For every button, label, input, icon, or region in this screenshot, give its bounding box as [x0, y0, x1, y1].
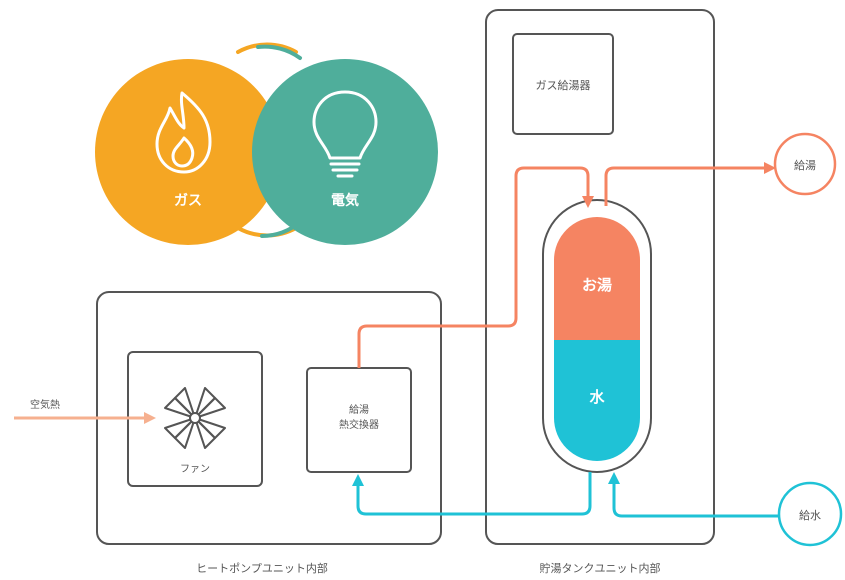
- hot-water-section: [554, 217, 640, 340]
- fan-icon: [164, 387, 226, 449]
- fan-label: ファン: [180, 464, 210, 475]
- light-bulb-icon: [312, 90, 378, 178]
- hot-water-pipe-out: [604, 162, 776, 206]
- gas-water-heater-box: [512, 33, 614, 135]
- storage-tank: お湯 水: [542, 199, 652, 473]
- flame-icon: [155, 91, 212, 174]
- water-supply-label: 給水: [799, 508, 821, 522]
- cold-water-section: [554, 340, 640, 461]
- energy-group: ガス 電気: [95, 42, 438, 245]
- gas-label: ガス: [174, 193, 202, 209]
- exchanger-label-line2: 熱交換器: [339, 418, 379, 431]
- gas-circle: [95, 59, 281, 245]
- cold-water-label: 水: [589, 388, 605, 406]
- water-supply-circle: [777, 481, 843, 547]
- hot-supply-label: 給湯: [794, 158, 816, 172]
- gas-water-heater-label: ガス給湯器: [536, 78, 591, 92]
- electric-circle: [252, 59, 438, 245]
- electric-label: 電気: [331, 192, 359, 209]
- top-arc-electric: [256, 44, 302, 60]
- tank-unit-title: 貯湯タンクユニット内部: [540, 561, 661, 575]
- hot-water-pipe-in: [357, 166, 594, 368]
- cold-water-pipe-out: [352, 472, 592, 516]
- hot-supply-circle: [773, 132, 837, 196]
- exchanger-label-line1: 給湯: [349, 403, 369, 416]
- cold-water-pipe-in: [608, 472, 780, 518]
- hot-water-label: お湯: [582, 276, 612, 294]
- top-arc-gas: [236, 42, 298, 54]
- tank-unit-box: [485, 9, 715, 545]
- heat-pump-unit-title: ヒートポンプユニット内部: [196, 561, 328, 575]
- tank-outline: [542, 199, 652, 473]
- air-heat-label: 空気熱: [30, 398, 60, 411]
